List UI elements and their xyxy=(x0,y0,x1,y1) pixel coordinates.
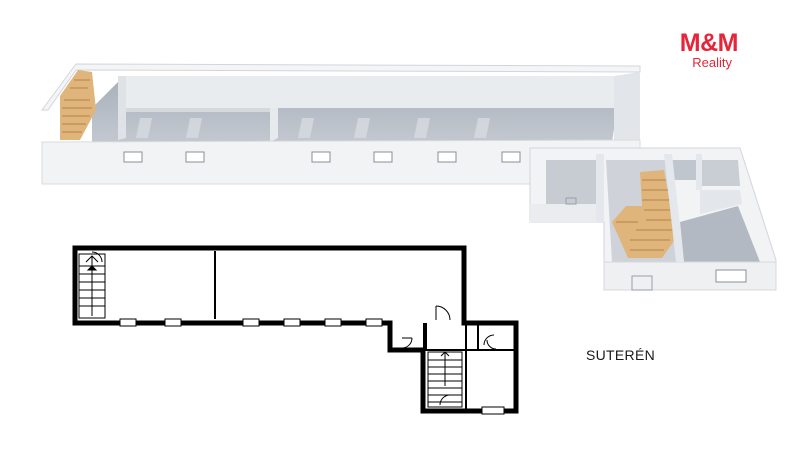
brand-logo-mark: M&M xyxy=(679,29,739,57)
staircase-icon xyxy=(427,351,463,408)
right-wing-3d xyxy=(529,147,777,291)
floor-level-label: SUTERÉN xyxy=(586,347,655,363)
door-icon xyxy=(565,197,653,291)
staircase-icon xyxy=(612,170,676,258)
window-icon xyxy=(123,151,521,163)
door-icon xyxy=(91,251,497,406)
staircase-icon xyxy=(78,253,106,319)
brand-logo: M&M Reality xyxy=(662,29,739,70)
staircase-icon xyxy=(60,70,96,140)
main-wing-3d xyxy=(41,63,641,185)
window-icon xyxy=(715,269,747,283)
brand-logo-tagline: Reality xyxy=(692,55,732,70)
window-icon xyxy=(119,318,505,415)
